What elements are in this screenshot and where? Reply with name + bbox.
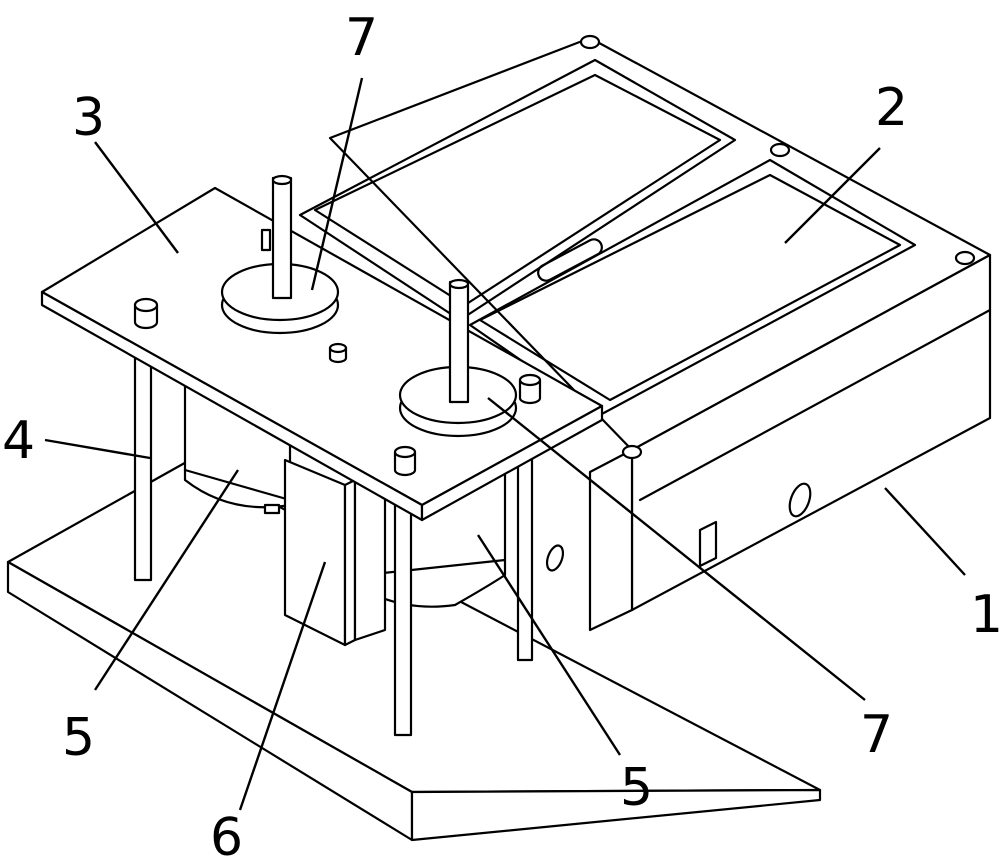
label-4: 4 — [2, 411, 35, 471]
box-screws — [579, 34, 976, 460]
callouts: 1 2 3 4 5 5 6 7 7 — [2, 8, 1000, 857]
turntable-rear — [220, 174, 340, 335]
label-7-bottom: 7 — [860, 705, 893, 765]
leader-lines — [44, 77, 966, 811]
label-5-left: 5 — [62, 708, 95, 768]
label-6: 6 — [210, 808, 243, 857]
label-1: 1 — [970, 585, 1000, 645]
label-3: 3 — [72, 88, 105, 148]
bracket-block — [283, 458, 387, 647]
turntable-front — [398, 278, 518, 438]
box-front-ports — [545, 482, 812, 572]
label-7-top: 7 — [345, 8, 378, 68]
plate-studs — [133, 297, 542, 477]
label-5-right: 5 — [620, 758, 653, 818]
control-box — [328, 36, 992, 632]
base-plate — [6, 458, 822, 842]
label-2: 2 — [875, 78, 908, 138]
